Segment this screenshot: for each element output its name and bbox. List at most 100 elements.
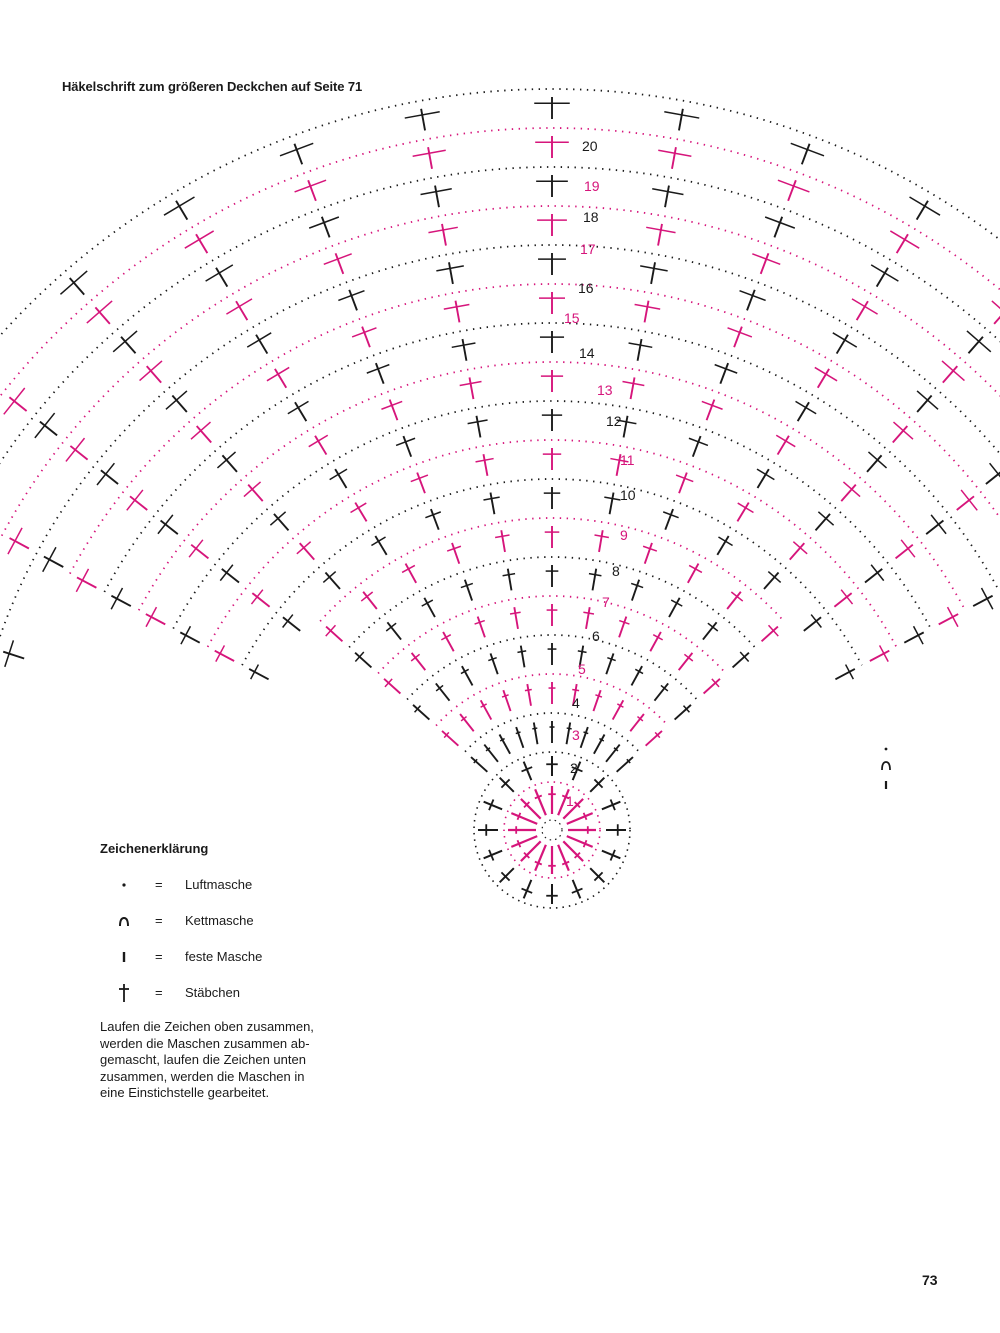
stitch-mark bbox=[691, 435, 702, 458]
stitch-mark bbox=[571, 761, 582, 781]
stitch-mark bbox=[731, 651, 750, 669]
stitch-mark bbox=[421, 599, 434, 607]
stitch-mark bbox=[566, 727, 572, 730]
stitch-mark bbox=[190, 543, 210, 560]
stitch-mark bbox=[39, 420, 58, 437]
stitch-mark bbox=[629, 713, 645, 732]
stitch-mark bbox=[428, 226, 458, 234]
stitch-mark bbox=[515, 731, 521, 735]
stitch-mark bbox=[866, 454, 883, 473]
stitch-mark bbox=[423, 597, 436, 618]
stitch-mark bbox=[338, 289, 365, 302]
stitch-mark bbox=[468, 377, 475, 400]
stitch-mark bbox=[916, 390, 939, 410]
stitch-mark bbox=[479, 699, 493, 721]
stitch-mark bbox=[662, 511, 679, 519]
round-ring bbox=[137, 361, 967, 611]
stitch-mark bbox=[470, 756, 488, 773]
stitch-mark bbox=[510, 812, 538, 825]
stitch-mark bbox=[440, 634, 452, 641]
stitch-mark bbox=[329, 468, 348, 481]
stitch-mark bbox=[110, 594, 132, 607]
stitch-mark bbox=[179, 631, 201, 644]
stitch-mark bbox=[711, 678, 720, 688]
stitch-mark bbox=[246, 332, 272, 348]
stitch-mark bbox=[607, 656, 616, 662]
stitch-mark bbox=[145, 365, 162, 384]
stitch-mark bbox=[889, 230, 920, 249]
stitch-mark bbox=[622, 415, 629, 438]
round-number: 12 bbox=[606, 413, 622, 429]
stitch-mark bbox=[248, 668, 270, 681]
stitch-mark bbox=[619, 619, 630, 625]
stitch-mark bbox=[589, 776, 606, 793]
stitch-mark bbox=[628, 342, 653, 349]
stitch-mark bbox=[416, 472, 426, 494]
stitch-mark bbox=[323, 253, 352, 266]
stitch-mark bbox=[145, 613, 166, 626]
stitch-mark bbox=[810, 614, 822, 628]
stitch-mark bbox=[664, 508, 674, 530]
stitch-mark bbox=[574, 852, 581, 859]
legend-row-double: = Stäbchen bbox=[100, 983, 360, 1003]
stitch-mark bbox=[410, 474, 429, 483]
stitch-mark bbox=[649, 631, 662, 652]
stitch-mark bbox=[175, 200, 189, 221]
stitch-mark bbox=[383, 678, 402, 695]
stitch-mark bbox=[274, 368, 288, 389]
stitch-mark bbox=[682, 705, 690, 713]
stitch-mark bbox=[250, 664, 260, 680]
stitch-mark bbox=[3, 387, 26, 415]
stitch-mark bbox=[366, 363, 390, 374]
round-number: 20 bbox=[582, 138, 598, 154]
stitch-mark bbox=[892, 425, 909, 444]
stitch-mark bbox=[361, 326, 371, 348]
stitch-mark bbox=[451, 542, 461, 564]
slip-and-single-key-icon bbox=[881, 747, 891, 789]
stitch-mark bbox=[670, 599, 683, 607]
single-crochet-icon bbox=[122, 952, 126, 962]
stitch-mark bbox=[436, 265, 464, 272]
stitch-mark bbox=[348, 289, 358, 311]
stitch-mark bbox=[892, 421, 914, 440]
round-number: 13 bbox=[597, 382, 613, 398]
stitch-mark bbox=[163, 196, 195, 216]
stitch-mark bbox=[414, 705, 422, 713]
stitch-mark bbox=[279, 142, 314, 157]
stitch-mark bbox=[942, 365, 959, 384]
stitch-mark bbox=[523, 852, 530, 859]
round-number: 15 bbox=[564, 310, 580, 326]
stitch-mark bbox=[517, 650, 527, 654]
stitch-mark bbox=[622, 380, 645, 387]
stitch-mark bbox=[630, 582, 644, 589]
stitch-mark bbox=[483, 849, 503, 860]
stitch-mark bbox=[9, 537, 30, 550]
stitch-mark bbox=[664, 185, 670, 208]
stitch-mark bbox=[609, 799, 616, 811]
stitch-mark bbox=[4, 640, 15, 668]
stitch-mark bbox=[759, 252, 770, 275]
stitch-mark bbox=[677, 652, 694, 671]
stitch-mark bbox=[500, 871, 511, 882]
stitch-mark bbox=[716, 535, 730, 556]
stitch-mark bbox=[460, 582, 474, 589]
stitch-mark bbox=[488, 849, 495, 861]
stitch-mark bbox=[701, 400, 723, 410]
stitch-spokes bbox=[2, 97, 1000, 904]
stitch-mark bbox=[110, 587, 124, 610]
stitch-mark bbox=[498, 734, 511, 755]
stitch-mark bbox=[566, 835, 594, 848]
stitch-mark bbox=[870, 564, 885, 582]
stitch-mark bbox=[441, 223, 447, 246]
stitch-mark bbox=[574, 801, 581, 808]
stitch-mark bbox=[767, 571, 782, 584]
stitch-mark bbox=[589, 867, 606, 884]
stitch-mark bbox=[129, 495, 148, 511]
stitch-mark bbox=[76, 576, 97, 589]
stitch-mark bbox=[410, 653, 421, 662]
stitch-mark bbox=[930, 514, 947, 535]
stitch-mark bbox=[609, 849, 616, 861]
stitch-mark bbox=[941, 360, 965, 382]
stitch-mark bbox=[500, 530, 506, 553]
stitch-mark bbox=[991, 300, 1000, 310]
